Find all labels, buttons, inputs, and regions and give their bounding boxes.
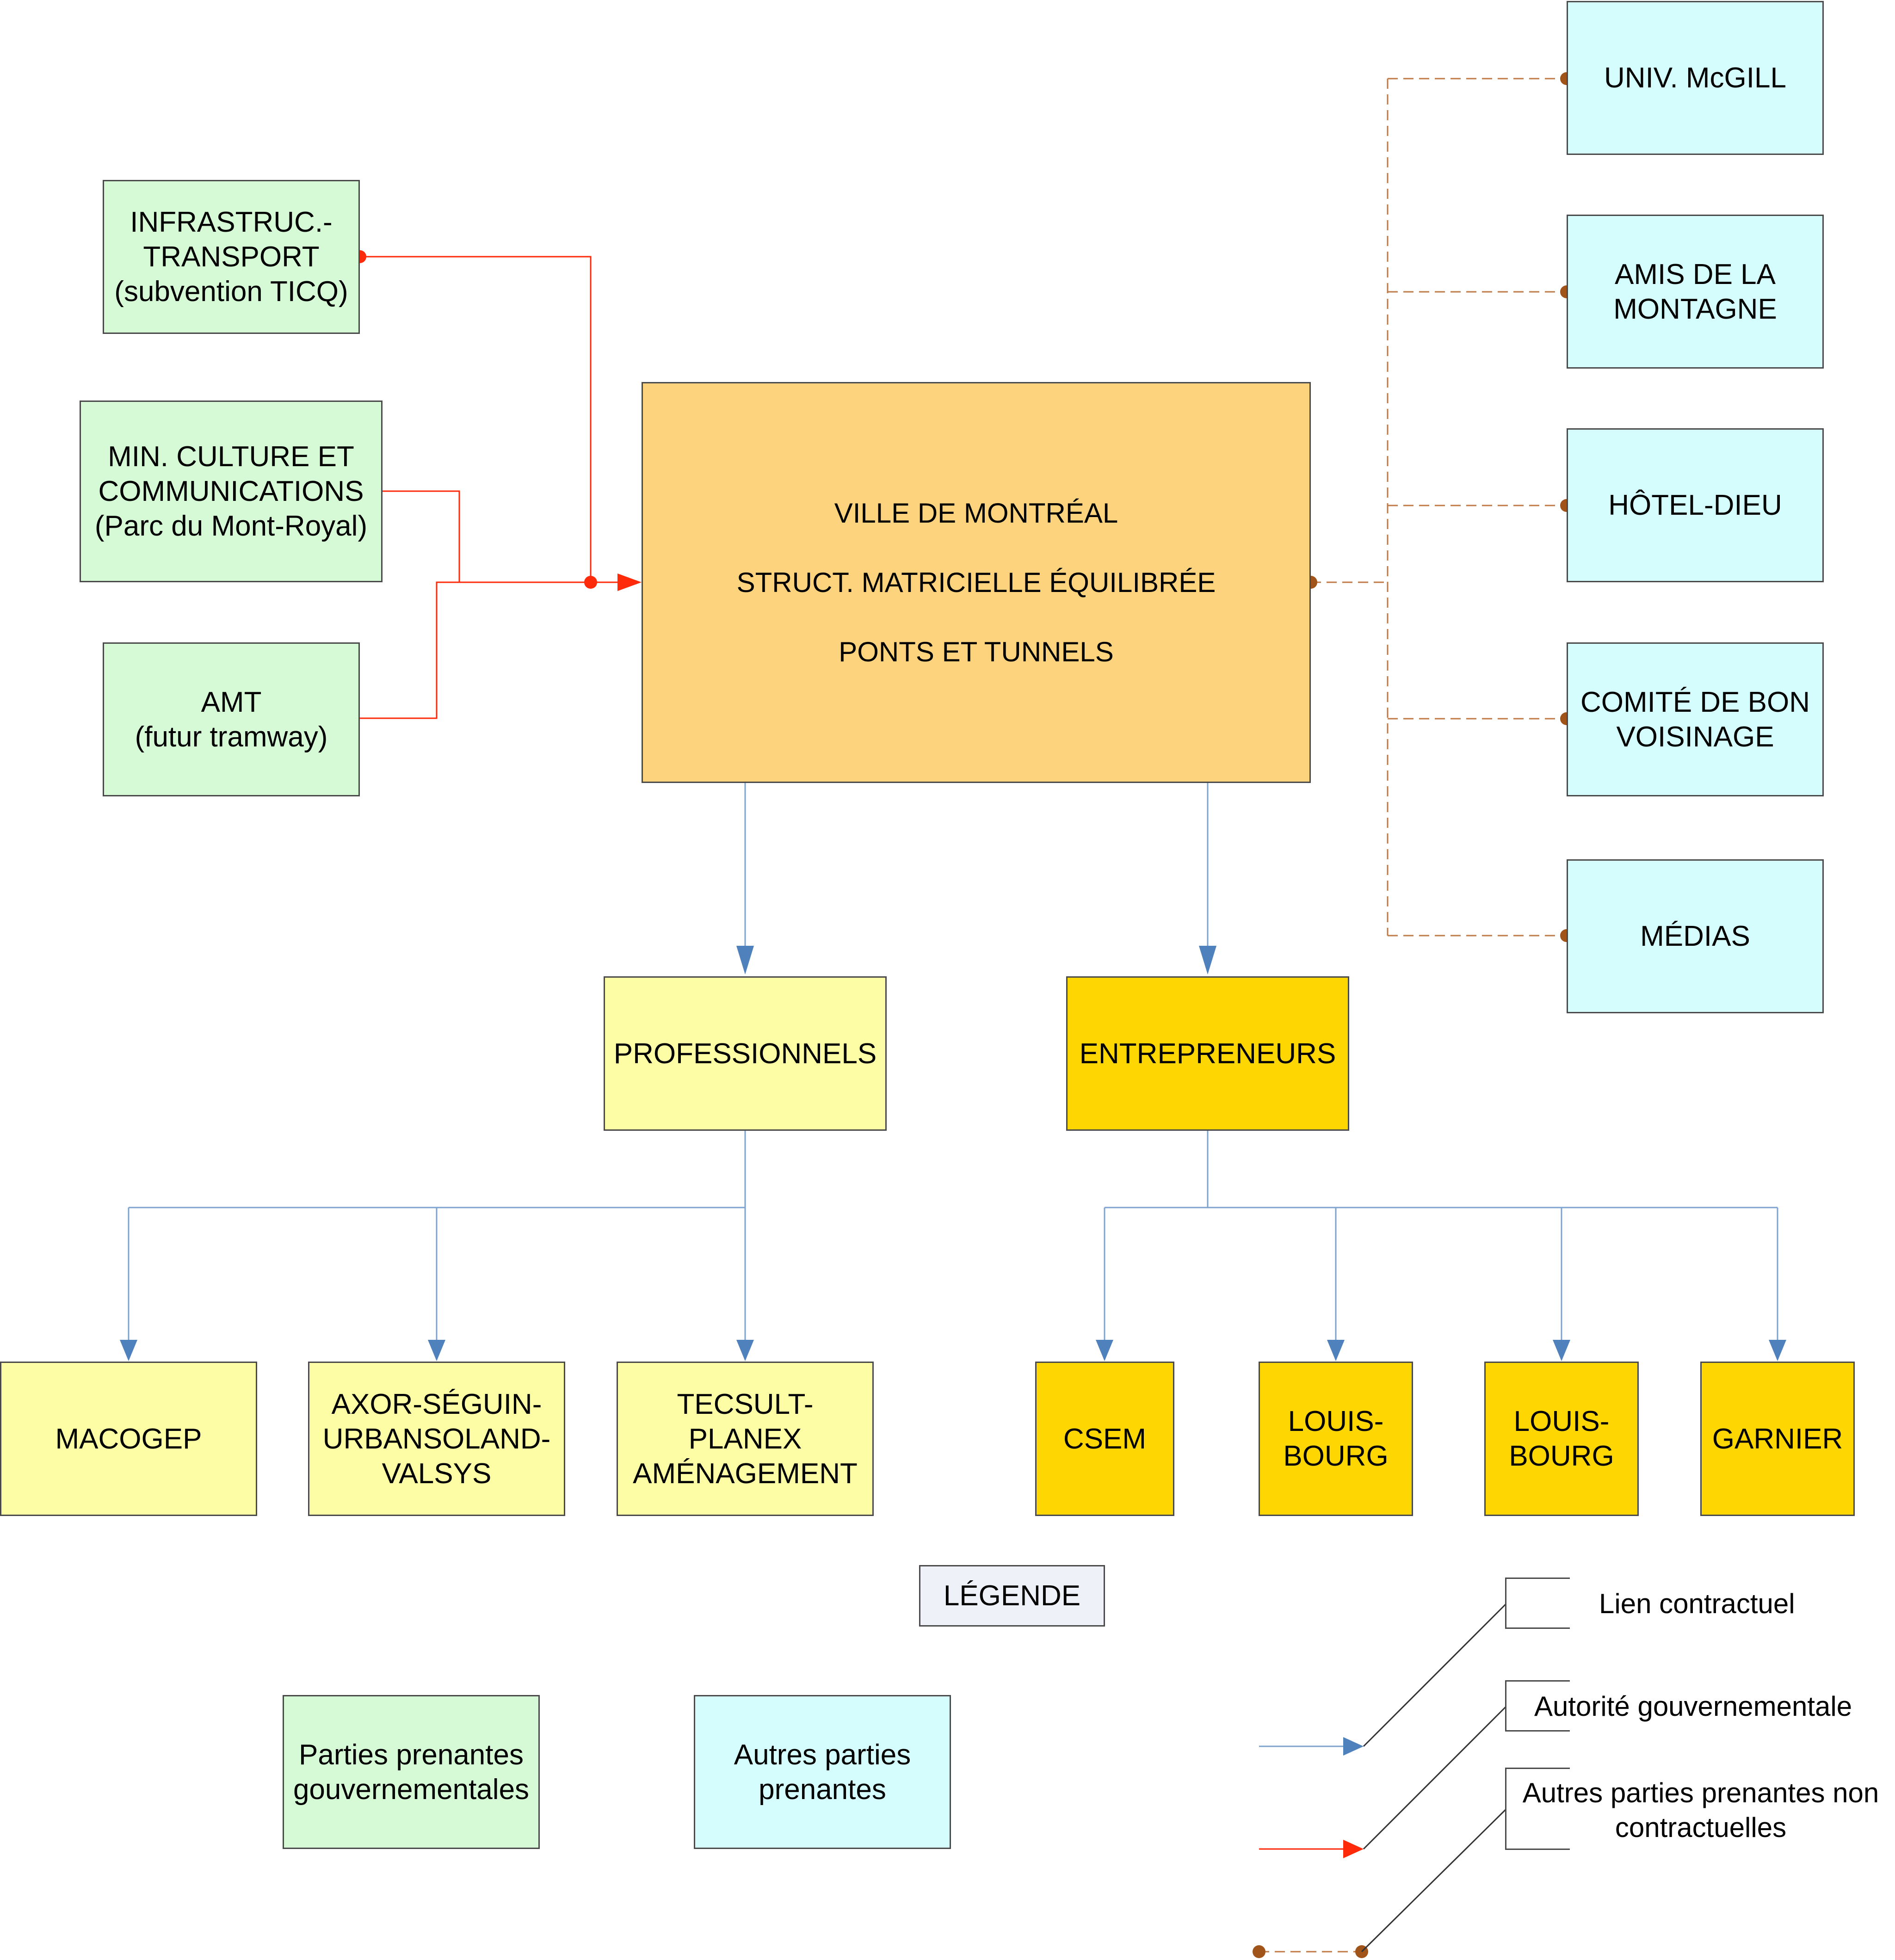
- box-csem[interactable]: CSEM: [1035, 1362, 1174, 1516]
- legend-non-contract-label: Autres parties prenantes non contractuel…: [1505, 1768, 1879, 1850]
- gov-authority-lines: [360, 256, 617, 719]
- legend-gov-authority-label: Autorité gouvernementale: [1505, 1680, 1852, 1732]
- box-infrastruc-transport[interactable]: INFRASTRUC.- TRANSPORT (subvention TICQ): [103, 180, 360, 334]
- legend-contract-sample: [1259, 1737, 1364, 1756]
- box-garnier[interactable]: GARNIER: [1700, 1362, 1855, 1516]
- legend-non-contract-sample: [1253, 1945, 1368, 1958]
- box-univ-mcgill[interactable]: UNIV. McGILL: [1567, 1, 1824, 155]
- legend-gov-sample: [1259, 1840, 1364, 1858]
- box-louisbourg-1[interactable]: LOUIS- BOURG: [1259, 1362, 1413, 1516]
- contract-arrowheads: [120, 946, 1786, 1361]
- non-contract-dots: [1304, 72, 1573, 942]
- box-comite-bon-voisinage[interactable]: COMITÉ DE BON VOISINAGE: [1567, 642, 1824, 796]
- box-hotel-dieu[interactable]: HÔTEL-DIEU: [1567, 428, 1824, 582]
- non-contract-lines: [1311, 78, 1567, 937]
- legend-gov-swatch: Parties prenantes gouvernementales: [283, 1695, 540, 1849]
- gov-link-dot: [584, 576, 597, 589]
- box-axor-seguin[interactable]: AXOR-SÉGUIN- URBANSOLAND- VALSYS: [308, 1362, 565, 1516]
- box-louisbourg-2[interactable]: LOUIS- BOURG: [1484, 1362, 1639, 1516]
- gov-arrowhead: [617, 573, 642, 591]
- legend-contract-label: Lien contractuel: [1505, 1578, 1795, 1629]
- box-amt[interactable]: AMT (futur tramway): [103, 642, 360, 796]
- box-amis-de-la-montagne[interactable]: AMIS DE LA MONTAGNE: [1567, 215, 1824, 369]
- box-min-culture[interactable]: MIN. CULTURE ET COMMUNICATIONS (Parc du …: [80, 401, 383, 582]
- box-medias[interactable]: MÉDIAS: [1567, 859, 1824, 1013]
- box-professionnels[interactable]: PROFESSIONNELS: [604, 976, 887, 1131]
- box-entrepreneurs[interactable]: ENTREPRENEURS: [1066, 976, 1349, 1131]
- legend-other-swatch: Autres parties prenantes: [694, 1695, 951, 1849]
- box-tecsult-planex[interactable]: TECSULT- PLANEX AMÉNAGEMENT: [617, 1362, 874, 1516]
- box-macogep[interactable]: MACOGEP: [0, 1362, 257, 1516]
- box-ville-de-montreal[interactable]: VILLE DE MONTRÉAL STRUCT. MATRICIELLE ÉQ…: [642, 382, 1311, 783]
- contract-lines: [128, 783, 1778, 1340]
- legend-callout-lines: [1361, 1603, 1507, 1953]
- legend-title: LÉGENDE: [919, 1565, 1105, 1627]
